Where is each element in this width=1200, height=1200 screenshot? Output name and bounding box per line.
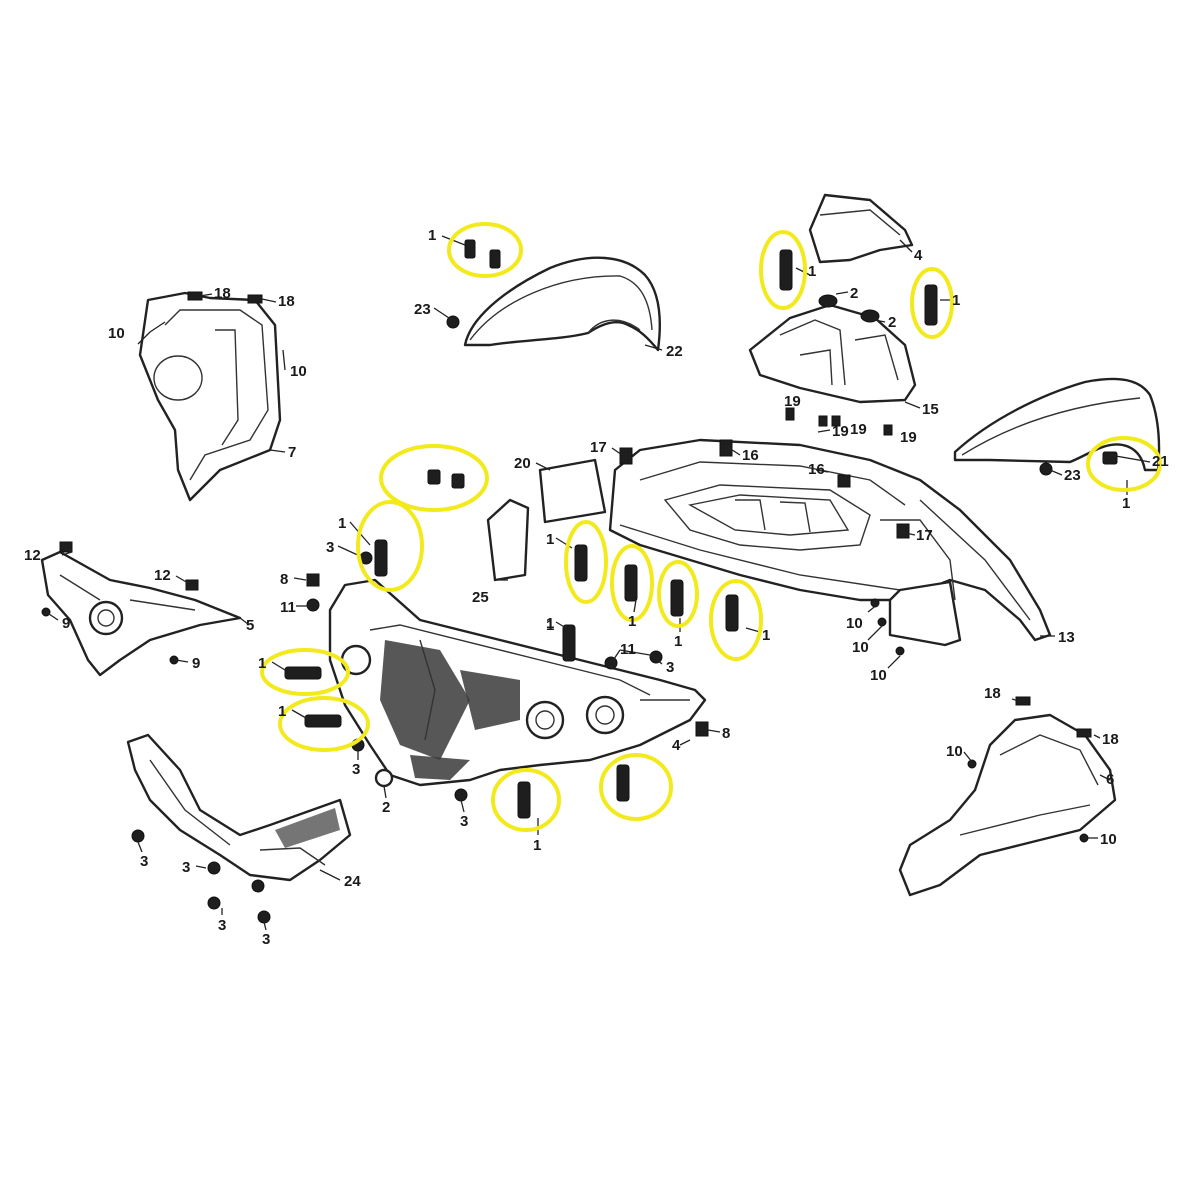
callout-label: 15 <box>922 401 939 418</box>
highlight-ring <box>1086 436 1162 492</box>
callout-label: 6 <box>1106 771 1114 788</box>
callout-label: 10 <box>870 667 887 684</box>
callout-label: 3 <box>218 917 226 934</box>
highlight-ring <box>356 500 424 592</box>
callout-label: 2 <box>888 314 896 331</box>
highlight-ring <box>260 648 350 696</box>
top-dash-cover <box>808 193 914 264</box>
callout-label: 16 <box>742 447 759 464</box>
callout-label: 10 <box>852 639 869 656</box>
small-panel <box>538 458 607 524</box>
callout-label: 10 <box>290 363 307 380</box>
callout-label: 3 <box>352 761 360 778</box>
highlight-ring <box>610 544 654 622</box>
callout-label: 1 <box>762 627 770 644</box>
callout-label: 11 <box>620 641 636 658</box>
callout-label: 18 <box>278 293 295 310</box>
callout-label: 1 <box>674 633 682 650</box>
callout-label: 21 <box>1152 453 1169 470</box>
callout-label: 19 <box>832 423 849 440</box>
callout-label: 4 <box>672 737 681 754</box>
callout-label: 3 <box>140 853 148 870</box>
callout-label: 2 <box>382 799 390 816</box>
callout-label: 3 <box>326 539 334 556</box>
left-headlight-cover <box>40 550 242 677</box>
highlight-ring <box>759 230 807 310</box>
highlight-ring <box>564 520 608 604</box>
callout-label: 1 <box>546 531 554 548</box>
lower-left-bracket <box>126 733 352 882</box>
callout-label: 1 <box>258 655 266 672</box>
left-side-panel <box>138 291 282 502</box>
callout-numbers: 1 23 22 18 18 10 10 7 4 1 2 2 1 15 19 19… <box>24 227 1169 948</box>
highlight-ring <box>709 579 763 661</box>
callout-label: 1 <box>1122 495 1130 512</box>
callout-label: 19 <box>850 421 867 438</box>
callout-label: 10 <box>108 325 125 342</box>
callout-label: 17 <box>916 527 933 544</box>
callout-label: 1 <box>428 227 436 244</box>
callout-label: 1 <box>278 703 286 720</box>
highlight-ring <box>447 222 523 278</box>
callout-label: 8 <box>722 725 730 742</box>
callout-label: 4 <box>914 247 923 264</box>
callout-label: 12 <box>24 547 41 564</box>
callout-label: 23 <box>414 301 431 318</box>
leader-lines <box>45 235 1151 931</box>
callout-label: 9 <box>192 655 200 672</box>
right-side-panel <box>898 713 1117 897</box>
callout-label: 1 <box>546 615 554 632</box>
callout-label: 3 <box>666 659 674 676</box>
callout-label: 10 <box>946 743 963 760</box>
callout-label: 1 <box>338 515 346 532</box>
callout-label: 23 <box>1064 467 1081 484</box>
callout-label: 24 <box>344 873 361 890</box>
dash-housing <box>748 294 917 404</box>
highlight-ring <box>599 753 673 821</box>
callout-label: 25 <box>472 589 489 606</box>
callout-label: 18 <box>214 285 231 302</box>
front-right-fender <box>953 377 1161 472</box>
callout-label: 18 <box>1102 731 1119 748</box>
callout-label: 10 <box>846 615 863 632</box>
callout-label: 12 <box>154 567 171 584</box>
callout-label: 3 <box>182 859 190 876</box>
callout-label: 2 <box>850 285 858 302</box>
highlight-ring <box>491 768 561 832</box>
callout-label: 10 <box>1100 831 1117 848</box>
callout-label: 20 <box>514 455 531 472</box>
front-bumper-grille <box>328 578 707 787</box>
callout-label: 19 <box>900 429 917 446</box>
highlight-ring <box>278 696 370 752</box>
callout-label: 1 <box>628 613 636 630</box>
front-left-fender <box>463 256 661 352</box>
callout-label: 13 <box>1058 629 1075 646</box>
callout-label: 1 <box>546 617 554 634</box>
highlight-rings <box>260 222 1162 832</box>
callout-label: 8 <box>280 571 288 588</box>
front-carrier-body <box>608 438 1052 647</box>
callout-label: 19 <box>784 393 801 410</box>
callout-label: 5 <box>246 617 254 634</box>
callout-label: 3 <box>262 931 270 948</box>
callout-label: 1 <box>808 263 816 280</box>
callout-label: 22 <box>666 343 683 360</box>
callout-label: 3 <box>460 813 468 830</box>
callout-label: 16 <box>808 461 825 478</box>
callout-label: 18 <box>984 685 1001 702</box>
callout-label: 11 <box>280 599 296 616</box>
highlight-ring <box>657 560 699 628</box>
triangular-panel <box>486 498 530 582</box>
highlight-ring <box>910 267 954 339</box>
callout-label: 1 <box>952 292 960 309</box>
callout-label: 9 <box>62 615 70 632</box>
callout-label: 7 <box>288 444 296 461</box>
highlight-ring <box>379 444 489 512</box>
callout-label: 1 <box>533 837 541 854</box>
callout-label: 17 <box>590 439 607 456</box>
